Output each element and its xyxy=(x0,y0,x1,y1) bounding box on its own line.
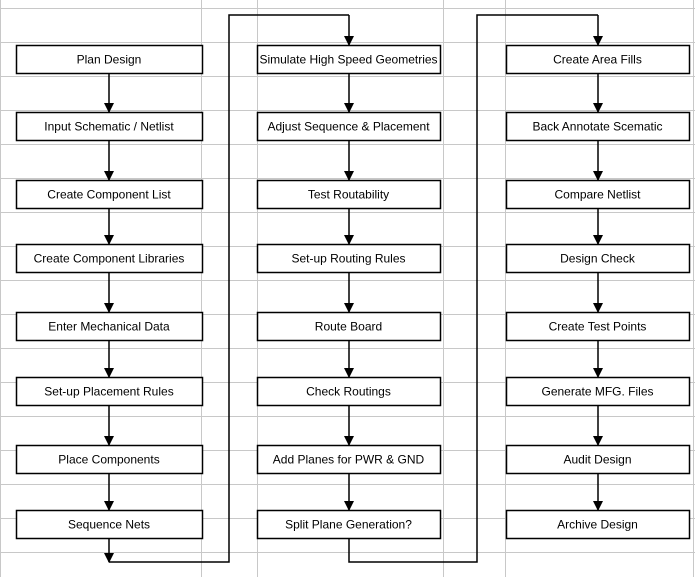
flow-step-2-4: Set-up Routing Rules xyxy=(256,243,442,274)
flow-step-3-7: Audit Design xyxy=(505,444,691,475)
flow-step-box xyxy=(505,111,691,142)
flow-step-1-2: Input Schematic / Netlist xyxy=(15,111,204,142)
flow-step-box xyxy=(256,311,442,342)
flow-step-label: Plan Design xyxy=(77,53,142,67)
flow-step-box xyxy=(15,243,204,274)
flow-step-box xyxy=(505,44,691,75)
flow-step-box xyxy=(256,444,442,475)
flow-step-label: Compare Netlist xyxy=(554,188,641,202)
flow-step-label: Check Routings xyxy=(306,385,391,399)
flow-step-box xyxy=(505,376,691,407)
flow-step-label: Set-up Routing Rules xyxy=(291,252,405,266)
flow-step-label: Sequence Nets xyxy=(68,518,150,532)
flow-step-label: Set-up Placement Rules xyxy=(44,385,173,399)
flow-step-label: Enter Mechanical Data xyxy=(48,320,170,334)
flow-step-box xyxy=(15,311,204,342)
flow-step-1-7: Place Components xyxy=(15,444,204,475)
flow-step-label: Simulate High Speed Geometries xyxy=(259,53,437,67)
flow-step-3-5: Create Test Points xyxy=(505,311,691,342)
flow-connectors xyxy=(104,14,603,563)
flow-connector xyxy=(109,14,349,563)
flow-step-2-2: Adjust Sequence & Placement xyxy=(256,111,442,142)
flow-step-label: Back Annotate Scematic xyxy=(532,120,662,134)
flow-step-box xyxy=(256,179,442,210)
flow-step-label: Add Planes for PWR & GND xyxy=(273,453,425,467)
flow-step-label: Design Check xyxy=(560,252,636,266)
flow-step-3-6: Generate MFG. Files xyxy=(505,376,691,407)
flow-step-box xyxy=(15,179,204,210)
flow-step-2-6: Check Routings xyxy=(256,376,442,407)
flow-step-label: Create Test Points xyxy=(549,320,647,334)
flow-step-box xyxy=(505,444,691,475)
flow-step-2-8: Split Plane Generation? xyxy=(256,509,442,540)
flow-step-label: Input Schematic / Netlist xyxy=(44,120,174,134)
flow-step-1-6: Set-up Placement Rules xyxy=(15,376,204,407)
flow-step-2-5: Route Board xyxy=(256,311,442,342)
flow-step-box xyxy=(505,509,691,540)
flow-step-box xyxy=(505,243,691,274)
flow-step-label: Audit Design xyxy=(563,453,631,467)
flow-step-1-4: Create Component Libraries xyxy=(15,243,204,274)
flow-step-1-3: Create Component List xyxy=(15,179,204,210)
flow-step-box xyxy=(256,376,442,407)
flow-step-label: Create Area Fills xyxy=(553,53,642,67)
flow-step-box xyxy=(15,444,204,475)
flow-step-box xyxy=(15,44,204,75)
flow-step-box xyxy=(256,111,442,142)
flow-step-1-1: Plan Design xyxy=(15,44,204,75)
flow-step-label: Test Routability xyxy=(308,188,389,202)
flow-connector xyxy=(348,14,598,563)
flow-step-box xyxy=(256,243,442,274)
flow-step-box xyxy=(15,376,204,407)
flow-step-label: Adjust Sequence & Placement xyxy=(267,120,430,134)
flow-step-3-1: Create Area Fills xyxy=(505,44,691,75)
flow-step-box xyxy=(505,179,691,210)
flow-step-3-2: Back Annotate Scematic xyxy=(505,111,691,142)
flow-step-box xyxy=(505,311,691,342)
flow-step-box xyxy=(15,111,204,142)
flow-step-2-3: Test Routability xyxy=(256,179,442,210)
flow-step-2-7: Add Planes for PWR & GND xyxy=(256,444,442,475)
flow-step-1-8: Sequence Nets xyxy=(15,509,204,540)
flow-step-label: Place Components xyxy=(58,453,159,467)
flow-step-label: Create Component Libraries xyxy=(34,252,185,266)
flow-step-3-8: Archive Design xyxy=(505,509,691,540)
flow-step-box xyxy=(256,44,442,75)
flow-step-1-5: Enter Mechanical Data xyxy=(15,311,204,342)
flow-step-label: Route Board xyxy=(315,320,382,334)
flow-step-3-4: Design Check xyxy=(505,243,691,274)
flow-step-box xyxy=(15,509,204,540)
flow-step-box xyxy=(256,509,442,540)
flow-step-label: Split Plane Generation? xyxy=(285,518,412,532)
flow-step-3-3: Compare Netlist xyxy=(505,179,691,210)
flow-step-2-1: Simulate High Speed Geometries xyxy=(256,44,442,75)
flow-step-label: Archive Design xyxy=(557,518,638,532)
flow-step-label: Create Component List xyxy=(47,188,171,202)
flow-step-label: Generate MFG. Files xyxy=(541,385,653,399)
